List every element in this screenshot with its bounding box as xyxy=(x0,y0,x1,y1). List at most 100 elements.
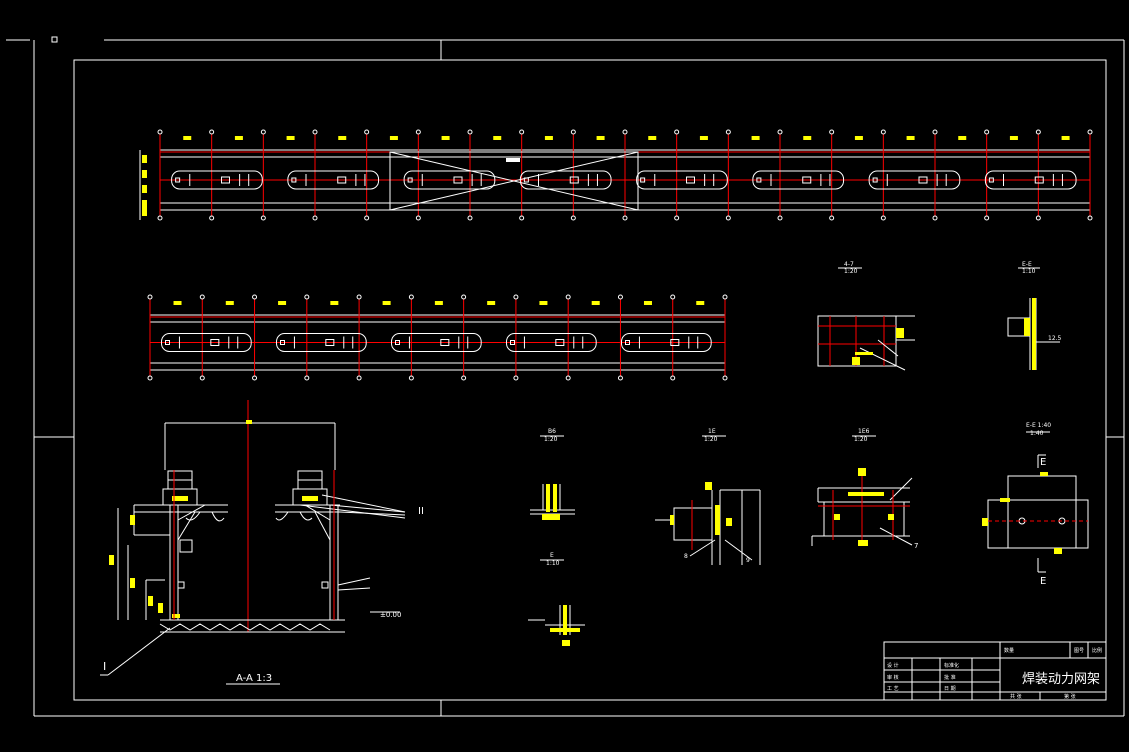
grid-bubble xyxy=(570,129,576,135)
dimension-mark xyxy=(854,136,863,140)
hanger-node xyxy=(210,339,220,346)
detail-e-lower xyxy=(528,559,585,635)
dimension-mark xyxy=(958,136,967,140)
hanger-bay xyxy=(391,333,482,352)
grid-bubble xyxy=(467,215,473,221)
grid-bubble xyxy=(722,294,728,300)
designer-label: 设 计 xyxy=(887,662,899,669)
detail-1e-label: 1E xyxy=(708,428,716,435)
grid-bubble xyxy=(312,129,318,135)
hanger-node xyxy=(918,176,928,184)
grid-bubble xyxy=(519,129,525,135)
hanger-node xyxy=(625,340,630,345)
grid-bubble xyxy=(674,129,680,135)
grid-bubble xyxy=(147,375,153,381)
hanger-node xyxy=(337,176,347,184)
grid-bubble xyxy=(364,129,370,135)
grid-bubble xyxy=(467,129,473,135)
grid-bubble xyxy=(670,294,676,300)
dimension-mark xyxy=(173,301,182,305)
detail-1e6-title: 1E6 1:20 7 xyxy=(854,428,918,550)
grid-bubble xyxy=(364,215,370,221)
hanger-bay xyxy=(868,170,961,190)
grid-bubble xyxy=(260,129,266,135)
grid-bubble xyxy=(984,215,990,221)
dimension-mark xyxy=(434,301,443,305)
grid-bubble xyxy=(829,129,835,135)
hanger-node xyxy=(220,176,230,184)
detail-marker-roman: I xyxy=(103,660,106,673)
truss-frame xyxy=(389,151,639,211)
grid-bubble xyxy=(356,375,362,381)
dimension-mark xyxy=(225,301,234,305)
elevation-mark: ±0.00 xyxy=(380,611,401,619)
dimension-mark xyxy=(338,136,347,140)
detail-e-lower-marks xyxy=(550,605,580,646)
grid-bubble xyxy=(1087,215,1093,221)
grid-bubble xyxy=(304,294,310,300)
detail-e-e-small-marks xyxy=(1024,298,1036,370)
grid-bubble xyxy=(1035,215,1041,221)
grid-bubble xyxy=(408,294,414,300)
hanger-node xyxy=(1034,176,1044,184)
hanger-node xyxy=(670,339,680,346)
hanger-bay xyxy=(636,170,728,190)
reviewer-label: 审 核 xyxy=(887,674,899,681)
scale-label: 比例 xyxy=(1092,647,1102,654)
dimension-mark xyxy=(699,136,708,140)
truss-tag xyxy=(506,158,520,162)
sheet-number-label: 第 张 xyxy=(1064,693,1076,700)
grid-bubble xyxy=(880,129,886,135)
grid-bubble xyxy=(252,294,258,300)
process-label: 工 艺 xyxy=(887,686,899,692)
detail-1e6-label: 1E6 xyxy=(858,428,870,435)
grid-bubble xyxy=(565,375,571,381)
hanger-node xyxy=(555,339,565,346)
leader-8: 8 xyxy=(684,553,688,560)
grid-bubble xyxy=(670,375,676,381)
dimension-mark xyxy=(751,136,760,140)
grid-bubble xyxy=(304,375,310,381)
grid-bubble xyxy=(622,215,628,221)
detail-b6-label: B6 xyxy=(548,428,556,435)
detail-4-7-label: 4-7 xyxy=(844,261,854,268)
detail-4-7-scale: 1:20 xyxy=(844,268,858,275)
dimension-mark xyxy=(389,136,398,140)
detail-b6 xyxy=(530,435,575,515)
title-block xyxy=(883,641,1107,701)
grid-bubble xyxy=(461,294,467,300)
dimension-mark xyxy=(142,170,147,178)
detail-1e-marks xyxy=(670,482,732,535)
grid-bubble xyxy=(513,294,519,300)
hanger-node xyxy=(395,340,400,345)
section-marker-roman: II xyxy=(418,506,424,517)
dimension-mark xyxy=(441,136,450,140)
dimension-mark xyxy=(142,208,147,216)
detail-1e-title: 1E 1:20 8 9 xyxy=(684,428,750,564)
grid-bubble xyxy=(1087,129,1093,135)
dimension-mark xyxy=(803,136,812,140)
grid-bubble xyxy=(408,375,414,381)
detail-e-e-large-label: E-E 1:40 xyxy=(1026,422,1051,429)
section-a-a-labels: A-A 1:3 ±0.00 II I xyxy=(103,506,424,684)
standardization-label: 标准化 xyxy=(944,662,959,669)
sheet-total-label: 共 张 xyxy=(1010,693,1022,700)
grid-bubble xyxy=(209,215,215,221)
grid-bubble xyxy=(356,294,362,300)
dimension-mark xyxy=(696,301,705,305)
detail-b6-marks xyxy=(542,484,560,520)
dimension-mark xyxy=(544,136,553,140)
grid-bubble xyxy=(157,129,163,135)
grid-bubble xyxy=(622,129,628,135)
quantity-label: 数量 xyxy=(1004,647,1014,654)
hanger-node xyxy=(453,176,463,184)
grid-bubble xyxy=(777,129,783,135)
detail-1e6-lines-red xyxy=(818,470,910,545)
grid-bubble xyxy=(617,294,623,300)
section-a-a-yellow-marks xyxy=(109,496,318,618)
hanger-node xyxy=(802,176,812,184)
grid-bubble xyxy=(519,215,525,221)
grid-bubble xyxy=(565,294,571,300)
